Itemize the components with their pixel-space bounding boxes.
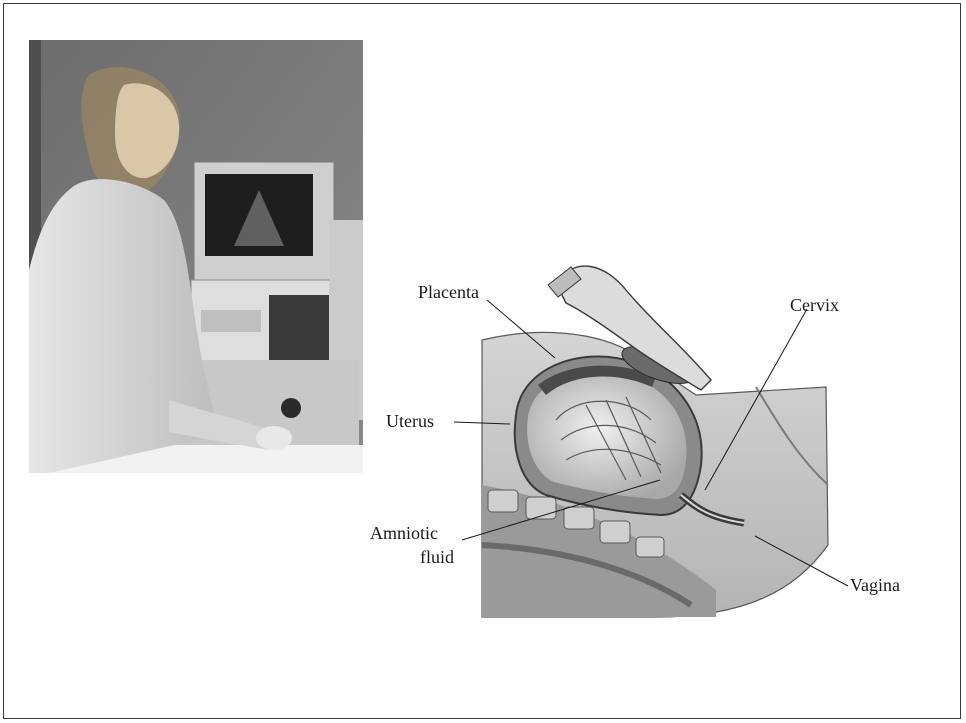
placenta-label: Placenta bbox=[418, 282, 479, 302]
amniotic-fluid-label-line2: fluid bbox=[420, 547, 454, 567]
uterus-label: Uterus bbox=[386, 411, 434, 431]
amniotic-fluid-label-line1: Amniotic bbox=[370, 523, 438, 543]
ultrasound-anatomy-diagram bbox=[476, 245, 840, 625]
vagina-label: Vagina bbox=[850, 575, 900, 595]
cervix-label: Cervix bbox=[790, 295, 839, 315]
ultrasound-technician-photo bbox=[29, 40, 363, 473]
